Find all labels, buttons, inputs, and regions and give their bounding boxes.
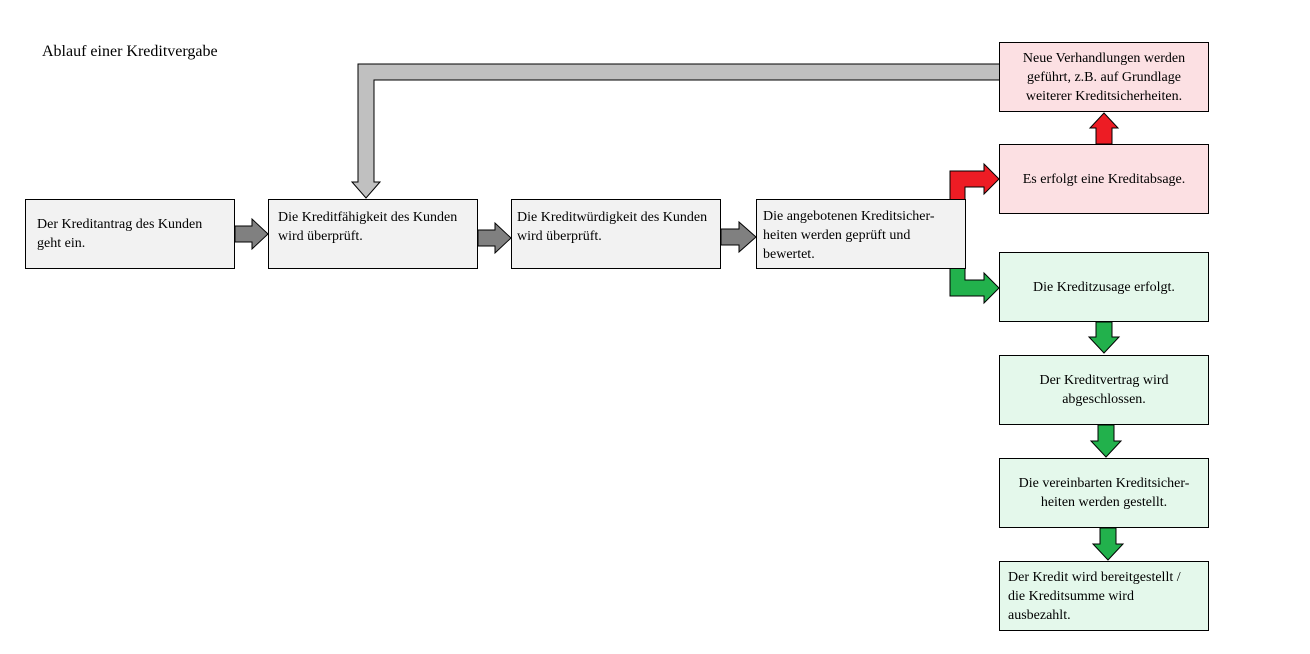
step-collateral-evaluation-text: Die angebotenen Kreditsicher-heiten werd… [763, 209, 935, 262]
step-creditworthiness-check: Die Kreditwürdigkeit des Kunden wird übe… [511, 199, 721, 269]
box-credit-rejection: Es erfolgt eine Kreditabsage. [999, 144, 1209, 214]
box-credit-payout-text: Der Kredit wird bereitgestellt / die Kre… [1008, 569, 1181, 623]
box-renegotiation: Neue Verhandlungen werden geführt, z.B. … [999, 42, 1209, 112]
arrow-step1-to-step2 [234, 217, 269, 251]
box-credit-contract: Der Kreditvertrag wird abgeschlossen. [999, 355, 1209, 425]
box-credit-contract-text: Der Kreditvertrag wird abgeschlossen. [1039, 373, 1169, 407]
diagram-title: Ablauf einer Kreditvergabe [42, 43, 218, 60]
box-collateral-provided: Die vereinbarten Kreditsicher-heiten wer… [999, 458, 1209, 528]
box-credit-rejection-text: Es erfolgt eine Kreditabsage. [1022, 171, 1186, 187]
arrow-approval-to-contract [1087, 321, 1121, 354]
box-collateral-provided-text: Die vereinbarten Kreditsicher-heiten wer… [1018, 476, 1190, 510]
arrow-to-renegotiation [1088, 112, 1120, 145]
loop-back-arrow [350, 63, 1001, 199]
box-credit-payout: Der Kredit wird bereitgestellt / die Kre… [999, 561, 1209, 631]
step-credit-application-text: Der Kreditantrag des Kunden geht ein. [37, 217, 203, 251]
arrow-collateral-to-payout [1091, 527, 1125, 561]
box-credit-approval: Die Kreditzusage erfolgt. [999, 252, 1209, 322]
arrow-to-approval [949, 267, 1000, 305]
arrow-to-rejection [949, 162, 1000, 203]
arrow-contract-to-collateral [1089, 424, 1123, 458]
step-creditworthiness-check-text: Die Kreditwürdigkeit des Kunden wird übe… [517, 210, 708, 244]
box-credit-approval-text: Die Kreditzusage erfolgt. [1033, 279, 1175, 295]
step-collateral-evaluation: Die angebotenen Kreditsicher-heiten werd… [756, 199, 966, 269]
box-renegotiation-text: Neue Verhandlungen werden geführt, z.B. … [1022, 50, 1186, 104]
step-credit-capacity-check: Die Kreditfähigkeit des Kunden wird über… [268, 199, 478, 269]
arrow-step2-to-step3 [477, 221, 512, 255]
step-credit-application: Der Kreditantrag des Kunden geht ein. [25, 199, 235, 269]
step-credit-capacity-check-text: Die Kreditfähigkeit des Kunden wird über… [278, 210, 458, 244]
arrow-step3-to-step4 [720, 220, 757, 254]
